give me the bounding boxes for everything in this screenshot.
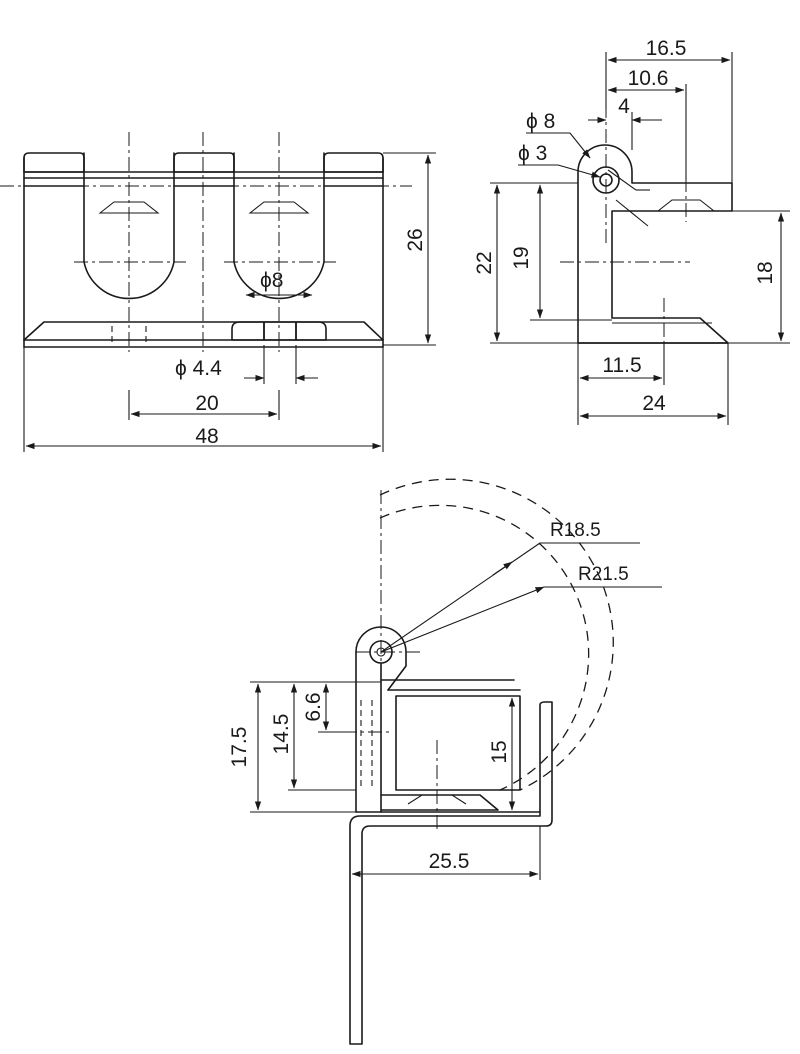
dim-hole-offset-115: 11.5 bbox=[602, 354, 641, 377]
dim-knuckle-4: 4 bbox=[618, 95, 630, 118]
dim-knuckle-phi8: ϕ 8 bbox=[526, 110, 555, 133]
dim-pin-height-19: 19 bbox=[510, 246, 533, 269]
front-view: 26 ϕ8 ϕ 4.4 20 48 bbox=[0, 132, 436, 452]
dim-arm-height-18: 18 bbox=[754, 261, 777, 284]
dim-length-48: 48 bbox=[195, 425, 218, 448]
dim-width-255: 25.5 bbox=[429, 850, 470, 873]
dim-bore-phi8: ϕ8 bbox=[260, 269, 283, 292]
dim-pitch-20: 20 bbox=[195, 392, 218, 415]
dim-height-175: 17.5 bbox=[228, 727, 251, 768]
mounting-view: R18.5 R21.5 17.5 14.5 6.6 15 25.5 bbox=[228, 478, 662, 1045]
dim-radius-185: R18.5 bbox=[550, 520, 601, 541]
dim-gap-66: 6.6 bbox=[302, 692, 325, 721]
dim-door-15: 15 bbox=[488, 740, 511, 763]
dim-reach-165: 16.5 bbox=[646, 37, 687, 60]
dim-height-145: 14.5 bbox=[270, 714, 293, 755]
side-view: 16.5 10.6 4 ϕ 8 ϕ 3 22 19 18 bbox=[473, 37, 790, 425]
dim-pin-offset-106: 10.6 bbox=[628, 67, 669, 90]
dim-height-26: 26 bbox=[404, 228, 427, 251]
dim-depth-24: 24 bbox=[642, 392, 666, 415]
dim-radius-215: R21.5 bbox=[578, 564, 629, 585]
dim-hole-phi44: ϕ 4.4 bbox=[175, 357, 222, 380]
dim-pin-phi3: ϕ 3 bbox=[518, 142, 547, 165]
dim-overall-height-22: 22 bbox=[473, 251, 496, 274]
